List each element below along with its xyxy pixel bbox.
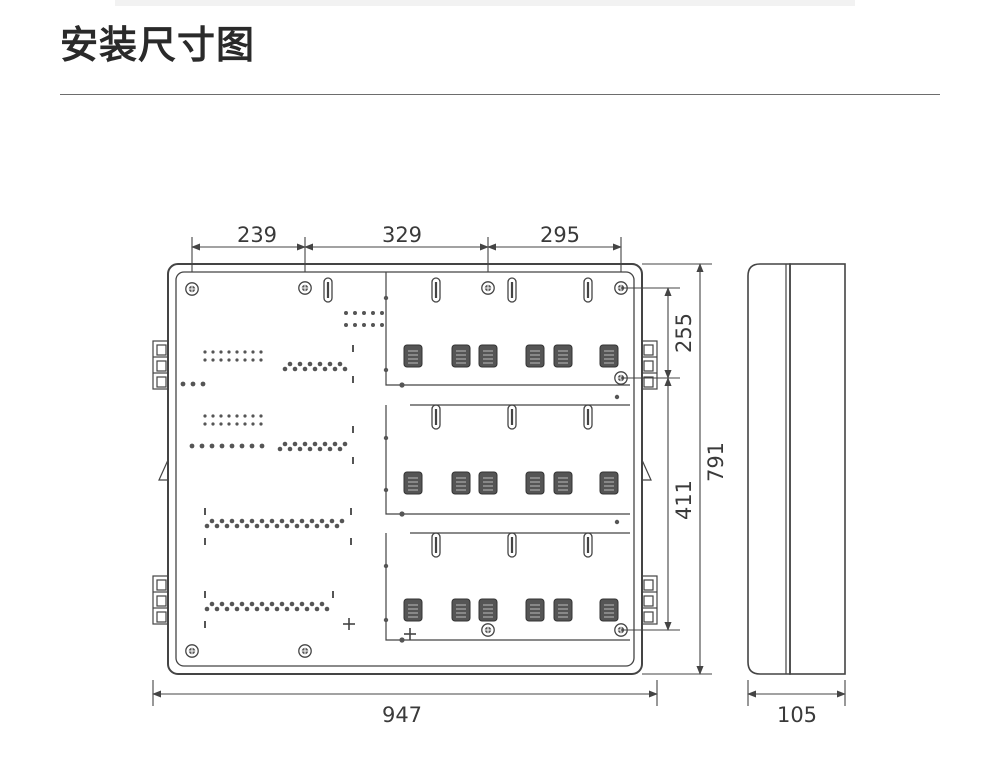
- page-title: 安装尺寸图: [60, 23, 256, 67]
- side-view: [747, 263, 846, 675]
- dimension-lines: [152, 237, 846, 706]
- dimension-labels: 239 329 295 947 105 255 411 791: [237, 223, 817, 727]
- dim-411-label: 411: [672, 480, 696, 520]
- title-divider: [60, 94, 940, 95]
- dim-105-label: 105: [777, 703, 817, 727]
- front-view: [152, 263, 658, 675]
- dim-791-label: 791: [704, 442, 728, 482]
- dim-947-label: 947: [382, 703, 422, 727]
- dim-239-label: 239: [237, 223, 277, 247]
- top-strip: [115, 0, 855, 6]
- dim-295-label: 295: [540, 223, 580, 247]
- dim-255-label: 255: [672, 313, 696, 353]
- dim-329-label: 329: [382, 223, 422, 247]
